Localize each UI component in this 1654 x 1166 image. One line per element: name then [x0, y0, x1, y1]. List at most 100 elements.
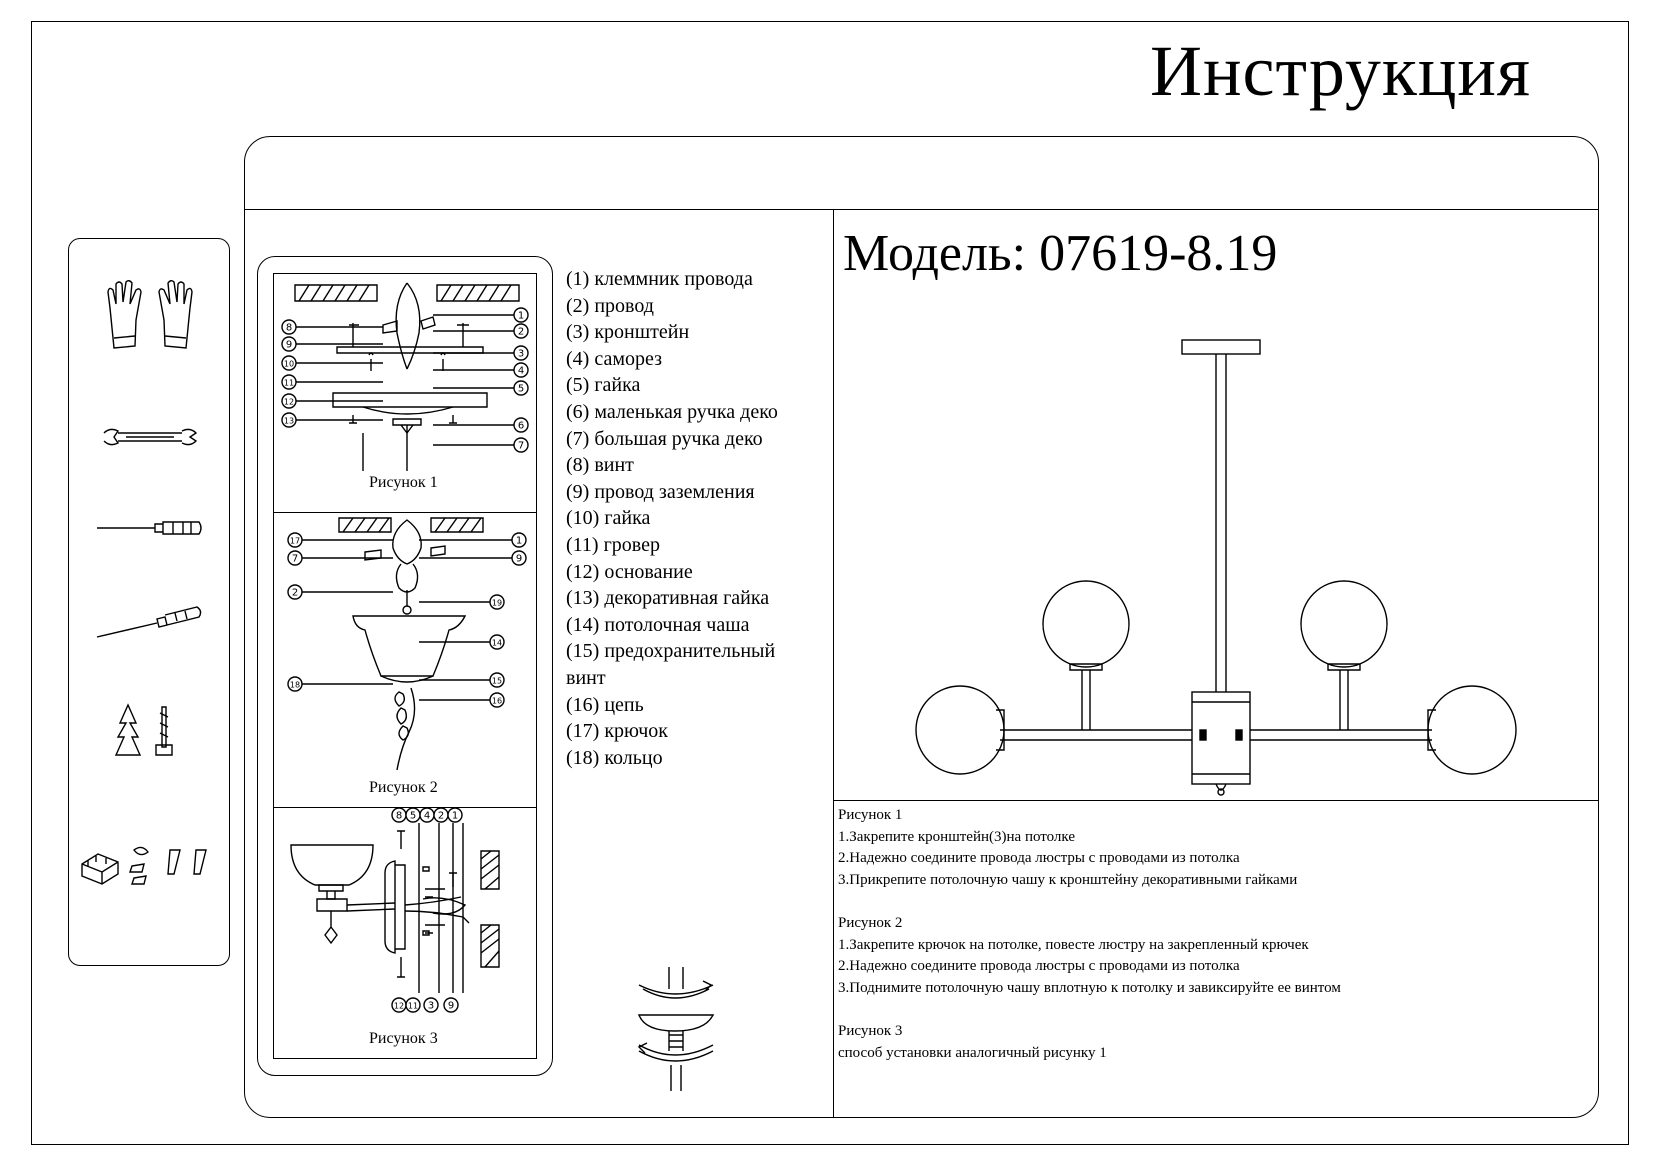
callout-5: 5	[405, 807, 421, 823]
callout-10: 10	[281, 355, 383, 371]
part-item: (10) гайка	[566, 507, 651, 530]
callout-7: 7	[433, 437, 529, 453]
instruction-heading: Рисунок 1	[838, 807, 903, 823]
callout-8: 8	[281, 319, 383, 335]
part-item: (12) основание	[566, 560, 693, 583]
svg-text:7: 7	[292, 554, 298, 565]
figure-1-caption: Рисунок 1	[369, 474, 438, 491]
callout-14: 14	[419, 634, 505, 650]
callout-1: 1	[433, 307, 529, 323]
part-item: (5) гайка	[566, 374, 641, 397]
part-item: (7) большая ручка деко	[566, 427, 763, 450]
figure-3	[273, 807, 537, 1059]
main-panel	[244, 136, 1599, 1118]
svg-text:16: 16	[492, 697, 502, 706]
svg-text:3: 3	[518, 349, 524, 360]
callout-2: 2	[287, 584, 393, 600]
svg-text:3: 3	[428, 1001, 434, 1012]
svg-text:1: 1	[452, 811, 458, 822]
part-item: (15) предохранительный	[566, 640, 776, 663]
svg-text:9: 9	[286, 340, 292, 351]
svg-text:14: 14	[492, 639, 502, 648]
callout-2: 2	[433, 807, 449, 823]
callout-5: 5	[433, 380, 529, 396]
connectors-icon	[81, 846, 207, 885]
callout-2: 2	[433, 323, 529, 339]
parts-list: (1) клеммник провода (2) провод (3) кроншт…	[566, 266, 826, 771]
callout-8: 8	[391, 807, 407, 823]
ceiling-cup-install-icon	[637, 967, 715, 1091]
callout-1: 1	[447, 807, 463, 823]
figure-3-caption: Рисунок 3	[369, 1030, 438, 1047]
chandelier-drawing	[915, 339, 1517, 796]
figure-1-drawing	[294, 282, 520, 471]
part-item: (9) провод заземления	[566, 480, 755, 503]
svg-text:18: 18	[290, 681, 300, 690]
instruction-step: 1.Закрепите кронштейн(3)на потолке	[838, 828, 1075, 845]
instruction-heading: Рисунок 2	[838, 914, 903, 931]
svg-text:19: 19	[492, 599, 502, 608]
figures-panel	[257, 256, 553, 1076]
part-item: (2) провод	[566, 294, 654, 317]
svg-text:4: 4	[518, 366, 524, 377]
svg-text:7: 7	[518, 441, 524, 452]
part-item: (8) винт	[566, 454, 634, 477]
callout-12: 12	[391, 997, 407, 1013]
part-item: (17) крючок	[566, 720, 668, 743]
callout-9: 9	[281, 336, 383, 352]
callout-19: 19	[419, 594, 505, 610]
callout-9: 9	[419, 550, 527, 566]
part-item: (11) гровер	[566, 533, 660, 556]
tools-panel	[68, 238, 230, 966]
gloves-icon	[107, 280, 193, 349]
part-item: (16) цепь	[566, 693, 644, 716]
instruction-step: 3.Прикрепите потолочную чашу к кронштейн…	[838, 871, 1298, 888]
figure-3-drawing	[290, 823, 500, 993]
callout-4: 4	[419, 807, 435, 823]
screwdriver-phillips-icon	[96, 606, 202, 638]
svg-text:5: 5	[410, 811, 416, 822]
screwdriver-flat-icon	[97, 521, 202, 535]
right-divider	[833, 800, 1599, 801]
svg-text:1: 1	[516, 536, 522, 547]
part-item: (14) потолочная чаша	[566, 613, 750, 636]
svg-text:1: 1	[518, 311, 524, 322]
svg-text:5: 5	[518, 384, 524, 395]
svg-text:6: 6	[518, 421, 524, 432]
svg-text:4: 4	[424, 811, 430, 822]
instruction-step: 1.Закрепите крючок на потолке, повесте л…	[838, 936, 1309, 953]
column-divider	[833, 209, 834, 1118]
instruction-step: 2.Надежно соедините провода люстры с про…	[838, 850, 1240, 867]
svg-text:2: 2	[292, 588, 298, 599]
part-item: (1) клеммник провода	[566, 268, 753, 290]
callout-12: 12	[281, 393, 383, 409]
svg-text:9: 9	[448, 1001, 454, 1012]
figure-2-caption: Рисунок 2	[369, 779, 438, 796]
instructions-text: Рисунок 1 1.Закрепите кронштейн(3)на пото…	[838, 805, 1588, 1086]
svg-text:8: 8	[286, 323, 292, 334]
instruction-step: 2.Надежно соедините провода люстры с про…	[838, 958, 1240, 975]
svg-text:2: 2	[518, 327, 524, 338]
part-item: (3) кронштейн	[566, 321, 690, 344]
instruction-block: Рисунок 2 1.Закрепите крючок на потолке, …	[838, 913, 1588, 999]
callout-4: 4	[433, 362, 529, 378]
svg-text:8: 8	[396, 811, 402, 822]
instruction-block: Рисунок 1 1.Закрепите кронштейн(3)на пото…	[838, 805, 1588, 891]
svg-text:15: 15	[492, 677, 502, 686]
callout-11: 11	[405, 997, 421, 1013]
callout-3: 3	[433, 345, 529, 361]
model-title: Модель: 07619-8.19	[843, 225, 1278, 282]
callout-17: 17	[287, 532, 393, 548]
callout-11: 11	[281, 374, 383, 390]
anchor-screw-icon	[114, 703, 173, 756]
svg-text:12: 12	[394, 1002, 404, 1011]
page-title: Инструкция	[1150, 31, 1532, 111]
instruction-step: 3.Поднимите потолочную чашу вплотную к п…	[838, 979, 1341, 996]
svg-text:11: 11	[408, 1002, 418, 1011]
part-item: (4) саморез	[566, 347, 662, 370]
callout-9: 9	[443, 997, 459, 1013]
svg-text:11: 11	[284, 379, 294, 388]
